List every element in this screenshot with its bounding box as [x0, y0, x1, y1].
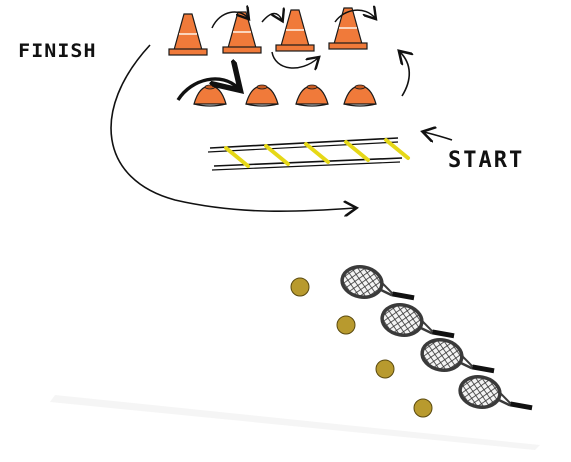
rackets-column [340, 265, 533, 411]
curved-arrow-icon [424, 132, 453, 140]
marker-cone-icon [245, 84, 279, 107]
marker-cone-icon [193, 84, 227, 107]
traffic-cone-icon [275, 9, 315, 52]
marker-cone-icon [343, 84, 377, 107]
tennis-ball-icon [290, 277, 310, 297]
traffic-cone-icon [168, 13, 208, 56]
tennis-racket-icon [380, 303, 455, 339]
ladder-rung [344, 140, 370, 162]
equipment-shadow [50, 395, 540, 450]
traffic-cone-icon [328, 7, 368, 50]
tennis-ball-icon [375, 359, 395, 379]
curved-arrow-icon [334, 10, 375, 23]
traffic-cone-icon [222, 11, 262, 54]
ladder-rung [224, 146, 250, 168]
start-label: START [448, 148, 525, 173]
tennis-racket-icon [340, 265, 415, 301]
curved-arrow-icon [400, 52, 409, 97]
tennis-racket-icon [458, 375, 533, 411]
finish-label: FINISH [18, 40, 97, 62]
tennis-ball-icon [336, 315, 356, 335]
tennis-ball-icon [413, 398, 433, 418]
curved-arrow-icon [261, 14, 282, 23]
movement-arrows [110, 10, 453, 211]
tennis-racket-icon [420, 338, 495, 374]
flat-cones-row [193, 84, 377, 107]
agility-ladder-icon [207, 137, 410, 171]
ladder-rung [304, 142, 330, 164]
tall-cones-row [168, 7, 368, 56]
ladder-rung [384, 138, 410, 160]
marker-cone-icon [295, 84, 329, 107]
curved-arrow-icon [176, 79, 238, 101]
curved-arrow-icon [110, 44, 355, 211]
ladder-rung [264, 144, 290, 166]
balls-column [290, 277, 433, 418]
curved-arrow-icon [211, 12, 248, 29]
curved-arrow-icon [271, 51, 318, 68]
